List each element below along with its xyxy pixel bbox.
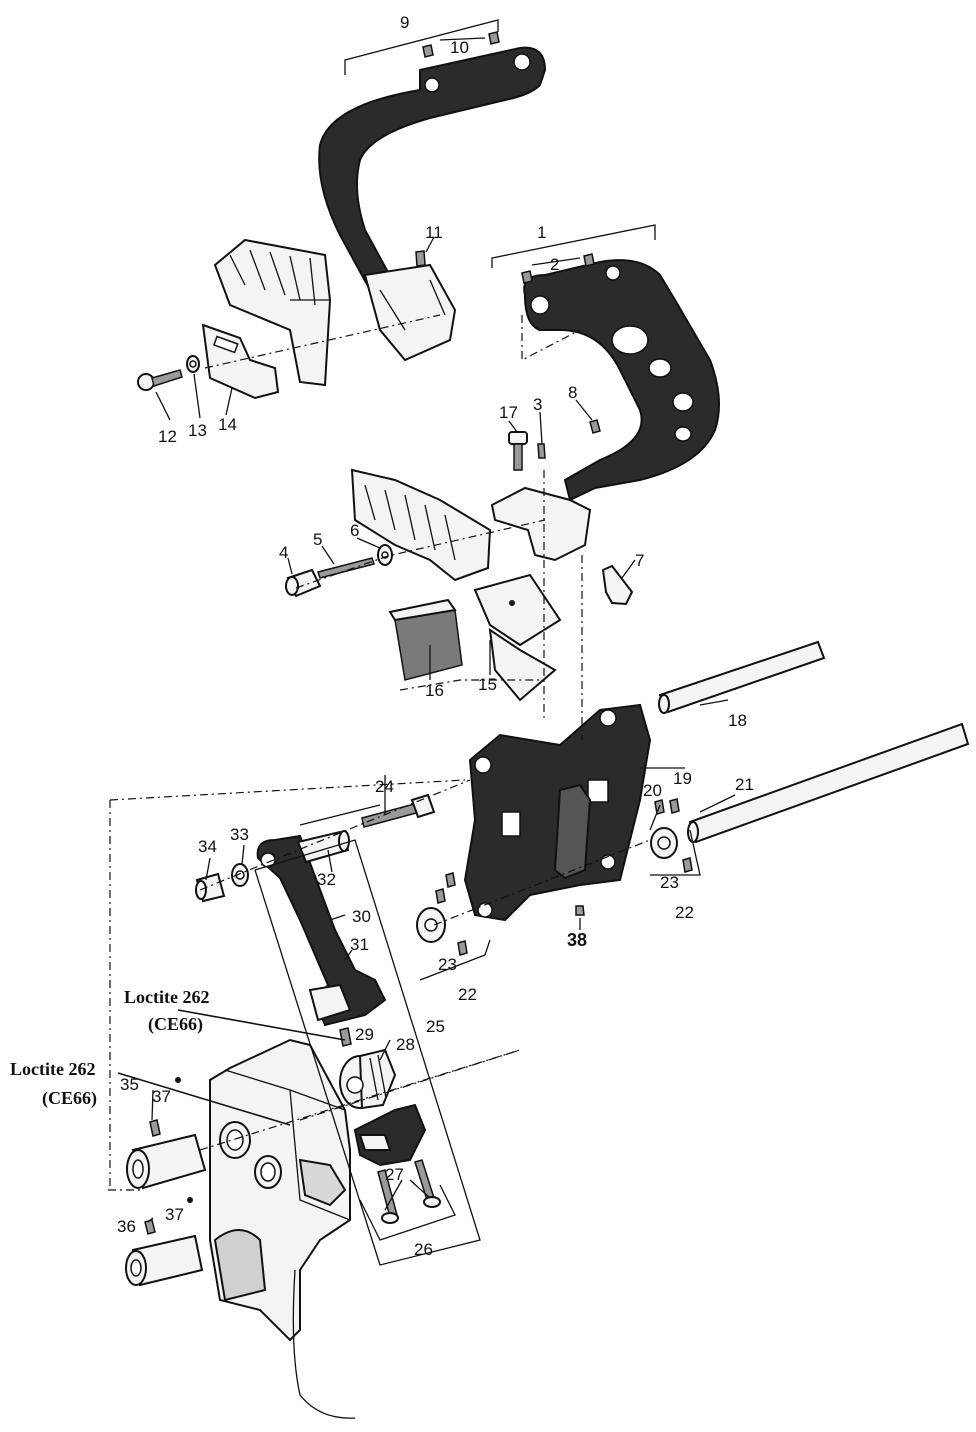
- label-23b: 23: [438, 955, 457, 974]
- loctite-note-upper: Loctite 262 (CE66): [124, 987, 209, 1035]
- label-26: 26: [414, 1240, 433, 1259]
- bushing-35: [126, 1133, 207, 1190]
- label-24: 24: [375, 777, 394, 796]
- label-10: 10: [450, 38, 469, 57]
- loctite-upper-line2: (CE66): [148, 1014, 203, 1035]
- rod-18: [658, 640, 826, 714]
- label-36: 36: [117, 1217, 136, 1236]
- collar-right-19-20-22-23: [650, 798, 693, 873]
- label-37b: 37: [165, 1205, 184, 1224]
- pin-7: [601, 564, 634, 606]
- label-30: 30: [352, 907, 371, 926]
- assembly-lines: [108, 314, 651, 1191]
- screw-11: [415, 250, 426, 267]
- label-17: 17: [499, 403, 518, 422]
- label-22a: 22: [675, 903, 694, 922]
- screw-38: [575, 905, 585, 916]
- label-38: 38: [567, 930, 587, 950]
- clamp-27: [353, 1103, 441, 1224]
- collar-left-22-23: [416, 872, 468, 956]
- loctite-lower-line2: (CE66): [42, 1088, 97, 1109]
- roller-28-screw-29: [339, 1027, 397, 1110]
- label-35: 35: [120, 1075, 139, 1094]
- washer-33-nut-34: [195, 863, 249, 903]
- label-19: 19: [673, 769, 692, 788]
- label-21: 21: [735, 775, 754, 794]
- bushing-32: [296, 830, 350, 864]
- loctite-lower-line1: Loctite 262: [10, 1059, 95, 1079]
- label-23a: 23: [660, 873, 679, 892]
- clamp-block: [490, 486, 592, 562]
- screw-12-washer-13: [137, 355, 200, 391]
- bushing-36: [125, 1234, 204, 1287]
- bracket-arm-1: [523, 259, 720, 502]
- label-4: 4: [279, 543, 288, 562]
- label-22b: 22: [458, 985, 477, 1004]
- pad-16: [388, 598, 463, 681]
- bracket-15: [473, 573, 562, 702]
- callout-brackets: [147, 19, 736, 1266]
- label-37a: 37: [152, 1087, 171, 1106]
- lever-30-31: [256, 834, 387, 1027]
- loctite-upper-line1: Loctite 262: [124, 987, 209, 1007]
- label-31: 31: [350, 935, 369, 954]
- label-27: 27: [385, 1165, 404, 1184]
- label-8: 8: [568, 383, 577, 402]
- label-28: 28: [396, 1035, 415, 1054]
- nut-4-pin-5-washer-6: [285, 544, 393, 598]
- label-25: 25: [426, 1017, 445, 1036]
- bracket-14: [201, 323, 280, 400]
- label-20: 20: [643, 781, 662, 800]
- label-3: 3: [533, 395, 542, 414]
- foot-guide: [213, 238, 332, 387]
- label-34: 34: [198, 837, 217, 856]
- label-14: 14: [218, 415, 237, 434]
- label-12: 12: [158, 427, 177, 446]
- main-frame: [463, 703, 652, 922]
- label-33: 33: [230, 825, 249, 844]
- housing-block: [209, 1038, 356, 1419]
- label-18: 18: [728, 711, 747, 730]
- label-2: 2: [550, 255, 559, 274]
- screws-10: [422, 31, 500, 58]
- rod-21: [687, 722, 970, 844]
- label-11: 11: [425, 223, 443, 242]
- label-7: 7: [635, 551, 644, 570]
- part-number-labels: 9 10 11 1 2 12 13 14 17 3 8 4 5 6 7 16 1…: [117, 13, 754, 1259]
- bolt-24: [361, 793, 436, 828]
- label-6: 6: [350, 521, 359, 540]
- loctite-note-lower: Loctite 262 (CE66): [10, 1059, 97, 1109]
- bolt-17: [508, 431, 528, 471]
- label-5: 5: [313, 530, 322, 549]
- label-1: 1: [537, 223, 546, 242]
- label-13: 13: [188, 421, 207, 440]
- label-32: 32: [317, 870, 336, 889]
- loctite-leaders: [117, 1009, 346, 1126]
- pedal-arm-9: [318, 46, 547, 362]
- label-9: 9: [400, 13, 409, 32]
- label-16: 16: [425, 681, 444, 700]
- chain-guide: [350, 468, 492, 582]
- screws-37: [144, 1077, 193, 1235]
- label-15: 15: [478, 675, 497, 694]
- label-29: 29: [355, 1025, 374, 1044]
